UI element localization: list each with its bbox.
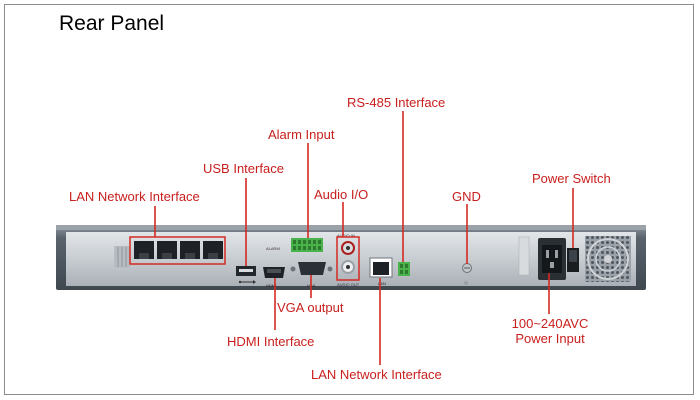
power-switch	[567, 248, 579, 272]
lan-port-3	[180, 241, 200, 259]
usb-port	[236, 266, 256, 284]
callout-lan-network-top: LAN Network Interface	[69, 189, 200, 204]
callout-hdmi-interface: HDMI Interface	[227, 334, 315, 349]
hdmi-port: HDMI	[263, 267, 285, 288]
callout-gnd: GND	[452, 189, 481, 204]
audio-io: AUDIO IN AUDIO OUT	[336, 233, 360, 287]
audio-in-jack	[341, 241, 355, 255]
callout-lan-network-bottom: LAN Network Interface	[311, 367, 442, 382]
page-title: Rear Panel	[59, 12, 165, 35]
lan-port-mark: LAN	[378, 281, 386, 286]
callout-power-input-line1: 100~240AVC	[511, 316, 589, 331]
fan-grille-icon	[585, 236, 631, 282]
hdmi-port-mark: HDMI	[266, 283, 276, 288]
callout-audio-io: Audio I/O	[314, 187, 369, 202]
lan-port-1	[134, 241, 154, 259]
callout-rs485-interface: RS-485 Interface	[347, 95, 446, 110]
callout-usb-interface: USB Interface	[203, 161, 284, 176]
callout-leaders	[154, 111, 574, 365]
rating-label-sticker	[518, 236, 530, 276]
alarm-terminal-block: ALARM	[266, 238, 323, 252]
callout-alarm-input: Alarm Input	[268, 127, 335, 142]
callout-power-input: 100~240AVC Power Input	[500, 316, 600, 346]
lan-port-single: LAN	[369, 257, 393, 286]
callout-power-input-line2: Power Input	[515, 331, 585, 346]
lan-port-4	[203, 241, 223, 259]
vent-slots	[114, 246, 130, 268]
figure-frame	[4, 4, 694, 395]
rs485-terminal	[398, 262, 410, 276]
callout-power-switch: Power Switch	[532, 171, 611, 186]
power-socket-icon	[538, 238, 566, 280]
audio-out-mark: AUDIO OUT	[337, 282, 360, 287]
lan-port-group	[129, 236, 226, 265]
callout-vga-output: VGA output	[277, 300, 344, 315]
audio-in-mark: AUDIO IN	[337, 233, 355, 238]
alarm-mark: ALARM	[266, 246, 280, 251]
usb-symbol-icon	[238, 280, 256, 284]
lan-port-2	[157, 241, 177, 259]
audio-out-jack	[341, 260, 355, 274]
